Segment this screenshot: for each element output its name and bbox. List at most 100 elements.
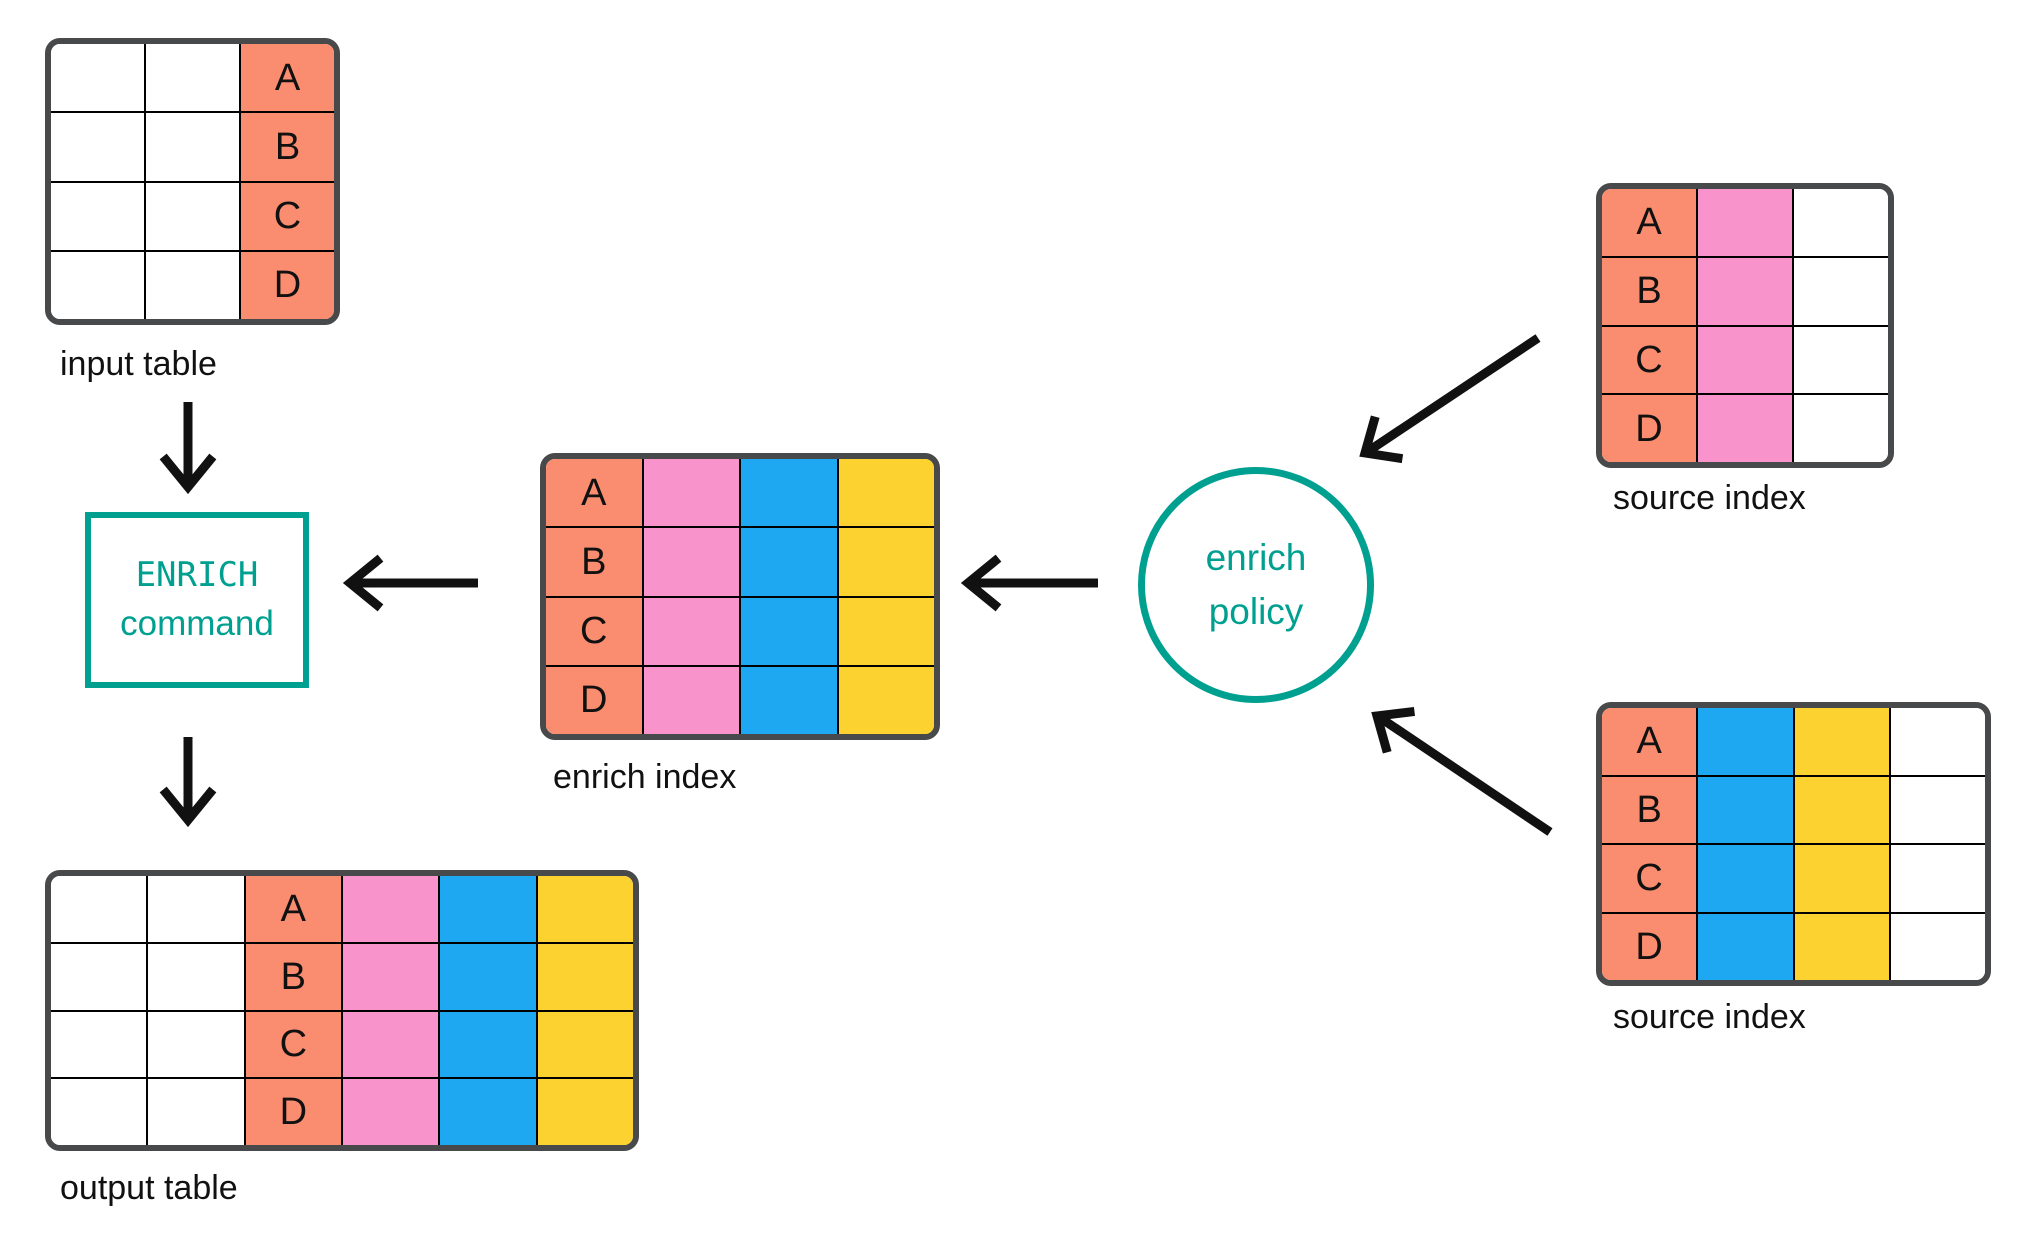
data-cell: [51, 943, 147, 1010]
data-cell: [1696, 845, 1793, 912]
key-cell: C: [546, 597, 642, 665]
input-table: A B C D: [45, 38, 340, 325]
data-cell: [739, 528, 837, 596]
key-cell: A: [546, 459, 642, 527]
table-row: B: [51, 111, 334, 181]
data-cell: [1888, 776, 1985, 843]
data-cell: [836, 597, 934, 665]
data-cell: [340, 1011, 439, 1078]
data-cell: [340, 876, 439, 942]
data-cell: [51, 876, 147, 942]
data-cell: [1792, 326, 1888, 394]
table-row: D: [546, 664, 934, 734]
data-cell: [51, 44, 144, 112]
source-index-bottom-table: A B C D: [1596, 702, 1991, 986]
data-cell: [438, 876, 536, 942]
key-cell: D: [243, 1079, 341, 1145]
table-row: A: [546, 459, 934, 527]
arrow-command-to-output: [159, 737, 217, 828]
output-table: A B C D: [45, 870, 639, 1151]
data-cell: [641, 528, 739, 596]
data-cell: [51, 1079, 147, 1145]
enrich-index-label: enrich index: [553, 758, 737, 796]
key-cell: B: [1602, 776, 1697, 843]
table-row: B: [1602, 774, 1985, 843]
data-cell: [51, 1011, 147, 1078]
data-cell: [340, 1079, 439, 1145]
data-cell: [144, 182, 239, 250]
data-cell: [144, 44, 239, 112]
data-cell: [1696, 189, 1792, 256]
table-row: A: [1602, 708, 1985, 775]
arrow-index-to-command: [342, 554, 478, 612]
source-index-top-table: A B C D: [1596, 183, 1894, 468]
enrich-policy-circle: enrich policy: [1138, 467, 1374, 703]
data-cell: [51, 182, 144, 250]
data-cell: [1792, 845, 1889, 912]
data-cell: [1888, 913, 1985, 980]
data-cell: [144, 251, 239, 319]
data-cell: [1888, 708, 1985, 775]
data-cell: [1696, 395, 1792, 462]
key-cell: C: [1602, 326, 1696, 394]
table-row: A: [51, 44, 334, 112]
data-cell: [1792, 189, 1888, 256]
table-row: C: [1602, 324, 1888, 394]
data-cell: [535, 1011, 633, 1078]
data-cell: [641, 459, 739, 527]
table-row: D: [51, 1077, 633, 1145]
data-cell: [535, 1079, 633, 1145]
input-table-label: input table: [60, 345, 217, 383]
key-cell: C: [1602, 845, 1697, 912]
data-cell: [146, 943, 244, 1010]
data-cell: [1792, 395, 1888, 462]
table-row: C: [51, 1009, 633, 1078]
table-row: D: [1602, 393, 1888, 462]
key-cell: B: [546, 528, 642, 596]
key-cell: A: [1602, 708, 1697, 775]
data-cell: [146, 1079, 244, 1145]
data-cell: [836, 459, 934, 527]
data-cell: [144, 113, 239, 181]
table-row: B: [1602, 255, 1888, 325]
data-cell: [641, 597, 739, 665]
arrow-policy-to-index: [960, 554, 1098, 612]
enrich-command-line2: command: [120, 604, 274, 644]
key-cell: A: [243, 876, 341, 942]
table-row: D: [1602, 911, 1985, 980]
data-cell: [1696, 326, 1792, 394]
data-cell: [438, 1011, 536, 1078]
enrich-command-box: ENRICH command: [85, 512, 309, 688]
key-cell: D: [546, 666, 642, 734]
data-cell: [1792, 776, 1889, 843]
data-cell: [146, 876, 244, 942]
data-cell: [438, 1079, 536, 1145]
key-cell: B: [243, 943, 341, 1010]
key-cell: A: [1602, 189, 1696, 256]
table-row: B: [546, 526, 934, 596]
table-row: A: [51, 876, 633, 942]
key-cell: D: [1602, 913, 1697, 980]
data-cell: [836, 528, 934, 596]
data-cell: [836, 666, 934, 734]
data-cell: [1792, 708, 1889, 775]
data-cell: [739, 597, 837, 665]
table-row: A: [1602, 189, 1888, 256]
data-cell: [1792, 913, 1889, 980]
enrich-index-table: A B C D: [540, 453, 940, 740]
data-cell: [535, 876, 633, 942]
data-cell: [1696, 257, 1792, 325]
data-cell: [51, 251, 144, 319]
key-cell: B: [1602, 257, 1696, 325]
table-row: C: [546, 595, 934, 665]
key-cell: D: [1602, 395, 1696, 462]
arrow-source-top-to-policy: [1359, 334, 1541, 464]
enrich-command-line1: ENRICH: [135, 554, 259, 595]
data-cell: [1888, 845, 1985, 912]
key-cell: C: [239, 182, 334, 250]
data-cell: [739, 459, 837, 527]
arrow-source-bottom-to-policy: [1371, 706, 1553, 836]
table-row: D: [51, 249, 334, 319]
data-cell: [438, 943, 536, 1010]
